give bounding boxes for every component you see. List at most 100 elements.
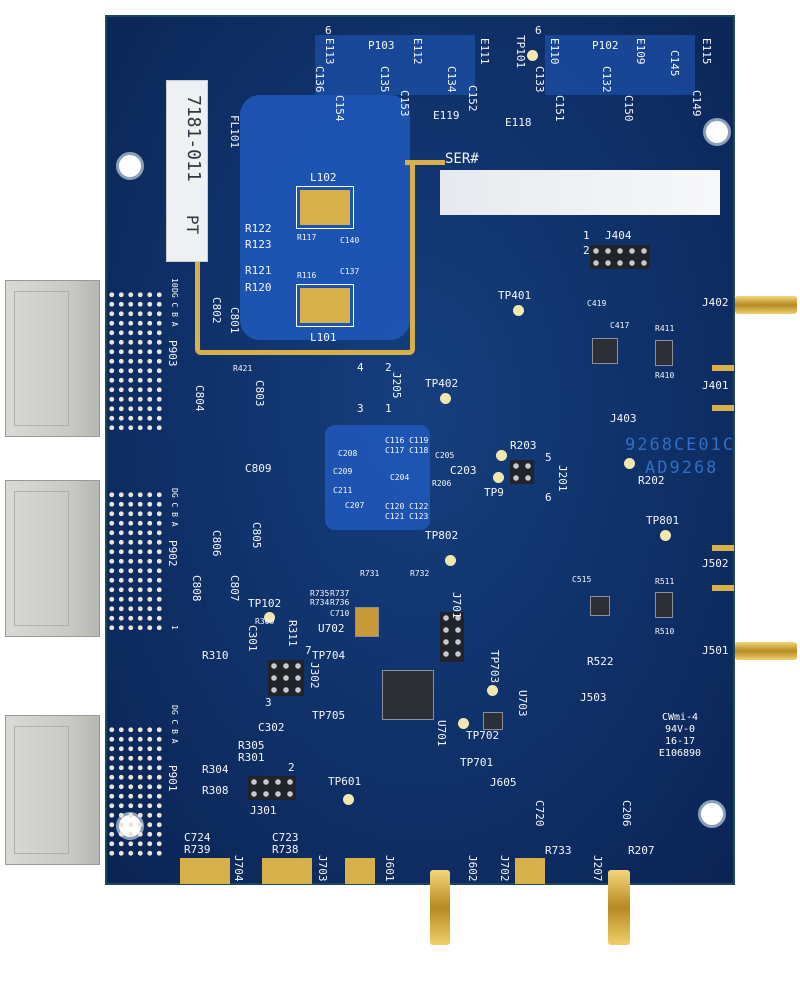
- ref-tp801: TP801: [646, 514, 680, 527]
- ref-r410: R410: [655, 371, 675, 380]
- ref-tp702: TP702: [466, 729, 500, 742]
- ref-j701: J701: [450, 592, 463, 619]
- ref-c203: C203: [450, 464, 477, 477]
- ref-j403: J403: [610, 412, 637, 425]
- ref-r735: R735: [310, 589, 330, 598]
- test-point-r202[interactable]: [624, 458, 635, 469]
- test-point-tp802[interactable]: [445, 555, 456, 566]
- ref-r117: R117: [297, 233, 317, 242]
- ref-r203: R203: [510, 439, 537, 452]
- test-point-tp402[interactable]: [440, 393, 451, 404]
- ref-e109: E109: [634, 38, 647, 65]
- ref-e119: E119: [433, 109, 460, 122]
- header-j302: [268, 660, 304, 696]
- connector-row-letters: DG C B A: [170, 705, 179, 744]
- ref-c301: C301: [246, 625, 259, 652]
- header-j301: [248, 776, 296, 800]
- pin-number: 2: [288, 761, 295, 774]
- sma-connector-j602[interactable]: [430, 870, 450, 945]
- test-point-r203[interactable]: [496, 450, 507, 461]
- ref-r738: R738: [272, 843, 299, 856]
- ref-c720: C720: [533, 800, 546, 827]
- pin-number: 6: [325, 24, 332, 37]
- chip-j401-amp: [592, 338, 618, 364]
- ref-c809: C809: [245, 462, 272, 475]
- cert-line: CWmi-4: [661, 712, 699, 723]
- sma-connector-j207[interactable]: [608, 870, 630, 945]
- ref-c723: C723: [272, 831, 299, 844]
- ref-r734: R734: [310, 598, 330, 607]
- edge-connector-p902: [5, 480, 100, 637]
- test-point-tp703[interactable]: [487, 685, 498, 696]
- ref-j205: J205: [390, 372, 403, 399]
- ref-p903: P903: [166, 340, 179, 367]
- test-point-tp102[interactable]: [264, 612, 275, 623]
- ref-j503: J503: [580, 691, 607, 704]
- pin-number: 1: [583, 229, 590, 242]
- edge-pad-j704: [180, 858, 230, 884]
- ref-j602: J602: [466, 855, 479, 882]
- test-point-tp101[interactable]: [527, 50, 538, 61]
- ref-r411: R411: [655, 324, 675, 333]
- ref-c140: C140: [340, 236, 360, 245]
- ref-r737: R737: [330, 589, 350, 598]
- ref-r311: R311: [286, 620, 299, 647]
- ref-c154: C154: [333, 95, 346, 122]
- part-number-text: 7181-011: [183, 95, 204, 182]
- ref-tp802: TP802: [425, 529, 459, 542]
- ref-j302: J302: [308, 662, 321, 689]
- test-point-tp401[interactable]: [513, 305, 524, 316]
- test-point-tp801[interactable]: [660, 530, 671, 541]
- pin-number: 6: [535, 24, 542, 37]
- ref-c132: C132: [600, 66, 613, 93]
- ref-p102: P102: [592, 39, 619, 52]
- inductor-l102: [296, 186, 354, 229]
- balun-r411: [655, 340, 673, 366]
- ref-c137: C137: [340, 267, 360, 276]
- ref-j201: J201: [556, 465, 569, 492]
- ref-r304: R304: [202, 763, 229, 776]
- inductor-l101: [296, 284, 354, 327]
- pin-number: 5: [545, 451, 552, 464]
- pin-number: 1: [385, 402, 392, 415]
- ref-e111: E111: [478, 38, 491, 65]
- ref-c805: C805: [250, 522, 263, 549]
- ref-c134: C134: [445, 66, 458, 93]
- ref-r305: R305: [238, 739, 265, 752]
- mounting-hole: [116, 152, 144, 180]
- test-point-tp702[interactable]: [458, 718, 469, 729]
- edge-pad-j401: [712, 405, 734, 411]
- ref-tp9: TP9: [484, 486, 504, 499]
- test-point-tp601[interactable]: [343, 794, 354, 805]
- ref-r121: R121: [245, 264, 272, 277]
- sma-connector-j402[interactable]: [735, 296, 797, 314]
- ref-c153: C153: [398, 90, 411, 117]
- ref-r310: R310: [202, 649, 229, 662]
- ref-p103: P103: [368, 39, 395, 52]
- input-plane-left: [315, 35, 475, 95]
- ref-j401: J401: [702, 379, 729, 392]
- pin-number: 6: [545, 491, 552, 504]
- ref-e118: E118: [505, 116, 532, 129]
- ref-tp704: TP704: [312, 649, 346, 662]
- header-j201: [510, 460, 534, 484]
- ref-c150: C150: [622, 95, 635, 122]
- sma-connector-j501[interactable]: [735, 642, 797, 660]
- ref-c807: C807: [228, 575, 241, 602]
- ref-r120: R120: [245, 281, 272, 294]
- clock-plane: [325, 425, 430, 530]
- ref-r207: R207: [628, 844, 655, 857]
- test-point-tp9[interactable]: [493, 472, 504, 483]
- ref-u702: U702: [318, 622, 345, 635]
- connector-row-letters: DG C B A: [170, 288, 179, 327]
- connector-pin-number-top: 10: [170, 278, 179, 288]
- ref-r421: R421: [233, 364, 253, 373]
- ref-c419: C419: [587, 299, 607, 308]
- ref-c135: C135: [378, 66, 391, 93]
- ref-r739: R739: [184, 843, 211, 856]
- ref-e110: E110: [548, 38, 561, 65]
- ref-e112: E112: [411, 38, 424, 65]
- ref-c207: C207: [345, 501, 365, 510]
- pin-number: 4: [357, 361, 364, 374]
- ref-c152: C152: [466, 85, 479, 112]
